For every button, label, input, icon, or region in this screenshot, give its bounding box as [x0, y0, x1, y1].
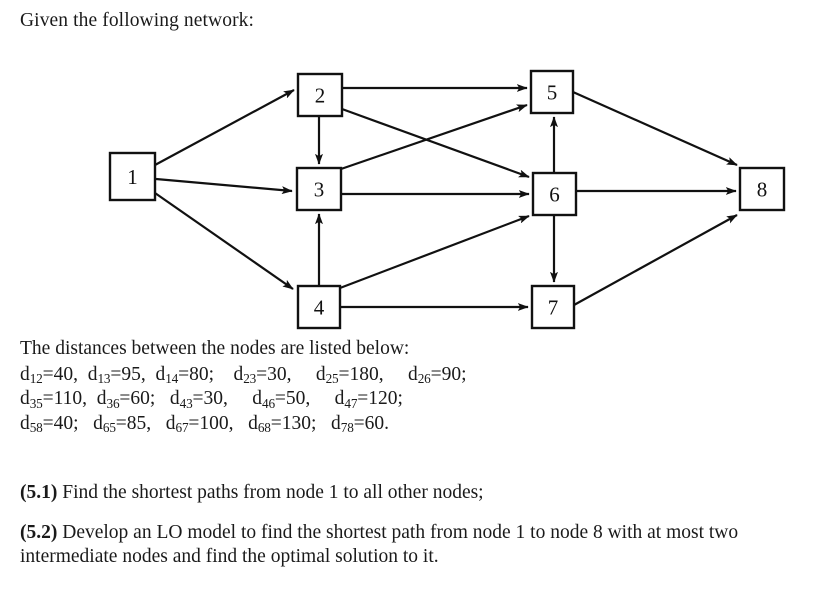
- edge-1-to-4: [154, 192, 294, 290]
- distance-36: d36=60;: [87, 388, 156, 411]
- node-3: 3: [295, 166, 343, 212]
- question-5-2-number: (5.2): [20, 522, 58, 543]
- distances-heading: The distances between the nodes are list…: [20, 338, 410, 359]
- node-box-7: [530, 284, 576, 330]
- node-2: 2: [296, 72, 344, 118]
- edge-7-to-8: [573, 214, 738, 306]
- distance-line-1: d12=40, d13=95, d14=80; d23=30, d25=180,…: [20, 363, 800, 388]
- question-5-2: (5.2) Develop an LO model to find the sh…: [20, 521, 810, 569]
- distance-78: d78=60.: [316, 412, 390, 436]
- node-label-7: 7: [548, 296, 559, 320]
- node-label-8: 8: [757, 178, 768, 202]
- node-label-1: 1: [127, 165, 138, 189]
- node-5: 5: [529, 69, 575, 115]
- node-6: 6: [531, 171, 578, 217]
- node-box-2: [296, 72, 344, 118]
- network-diagram: 1 2 3 4 5 6 7 8: [0, 55, 813, 340]
- question-5-1: (5.1) Find the shortest paths from node …: [20, 481, 810, 505]
- node-box-6: [531, 171, 578, 217]
- node-box-1: [108, 151, 157, 202]
- distance-68: d68=130;: [233, 412, 317, 436]
- distance-43: d43=30,: [155, 388, 228, 411]
- distances-block: The distances between the nodes are list…: [20, 337, 800, 436]
- distances-lines: d12=40, d13=95, d14=80; d23=30, d25=180,…: [20, 363, 800, 437]
- node-label-4: 4: [314, 296, 325, 320]
- node-1: 1: [108, 151, 157, 202]
- node-box-5: [529, 69, 575, 115]
- distance-65: d65=85,: [78, 412, 152, 436]
- edge-5-to-8: [572, 90, 738, 167]
- distance-47: d47=120;: [310, 388, 403, 411]
- node-label-3: 3: [314, 178, 325, 202]
- distance-26: d26=90;: [383, 363, 467, 387]
- edge-2-to-6: [341, 107, 530, 179]
- intro-text: Given the following network:: [20, 10, 255, 31]
- distance-25: d25=180,: [291, 363, 384, 387]
- distance-line-2: d35=110, d36=60; d43=30, d46=50, d47=120…: [20, 387, 800, 412]
- node-4: 4: [296, 284, 342, 330]
- node-label-2: 2: [315, 84, 326, 108]
- distance-58: d58=40;: [20, 412, 79, 436]
- edge-1-to-2: [154, 89, 295, 166]
- distance-12: d12=40,: [20, 363, 78, 387]
- distance-14: d14=80;: [145, 363, 214, 387]
- edge-4-to-6: [339, 214, 530, 290]
- node-box-3: [295, 166, 343, 212]
- distance-line-3: d58=40; d65=85, d67=100, d68=130; d78=60…: [20, 412, 800, 437]
- distance-46: d46=50,: [227, 388, 311, 411]
- node-8: 8: [738, 166, 786, 212]
- edge-layer: [154, 84, 738, 311]
- question-5-1-text: Find the shortest paths from node 1 to a…: [62, 482, 484, 503]
- edge-1-to-3: [155, 177, 293, 195]
- distance-13: d13=95,: [77, 363, 146, 387]
- node-7: 7: [530, 284, 576, 330]
- node-label-5: 5: [547, 81, 558, 105]
- distance-23: d23=30,: [214, 363, 292, 387]
- node-box-8: [738, 166, 786, 212]
- distance-67: d67=100,: [151, 412, 234, 436]
- network-graph-svg: 1 2 3 4 5 6 7 8: [108, 69, 786, 330]
- node-label-6: 6: [549, 183, 560, 207]
- node-layer: 1 2 3 4 5 6 7 8: [108, 69, 786, 330]
- question-5-1-number: (5.1): [20, 482, 58, 503]
- node-box-4: [296, 284, 342, 330]
- question-5-2-text: Develop an LO model to find the shortest…: [20, 522, 739, 567]
- distance-35: d35=110,: [20, 388, 88, 411]
- edge-3-to-5: [340, 103, 528, 171]
